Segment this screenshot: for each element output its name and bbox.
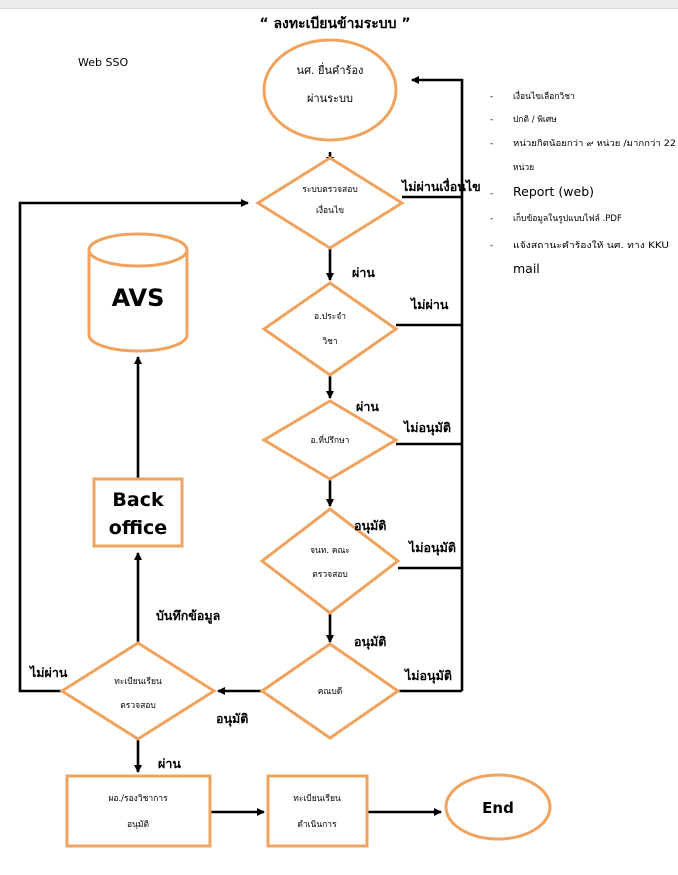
label-pass-2: ผ่าน — [356, 399, 379, 414]
avs-database: AVS — [87, 232, 189, 353]
label-fail-condition: ไม่ผ่านเงื่อนไข — [400, 178, 481, 194]
dean-label: คณบดี — [318, 686, 343, 697]
note-item: แจ้งสถานะคำร้องให้ นศ. ทาง KKU — [513, 240, 669, 251]
registrar-check-line-2: ตรวจสอบ — [120, 701, 156, 711]
label-save-data: บันทึกข้อมูล — [156, 608, 220, 624]
faculty-staff-line-1: จนท. คณะ — [310, 546, 350, 556]
course-teacher-line-2: วิชา — [322, 337, 338, 347]
label-reject-advisor: ไม่อนุมัติ — [402, 420, 451, 436]
label-fail-registrar: ไม่ผ่าน — [28, 665, 68, 680]
note-bullet: - — [490, 241, 493, 251]
registrar-process-line-2: ดำเนินการ — [297, 820, 337, 830]
connectors — [18, 76, 464, 816]
label-pass-3: ผ่าน — [158, 756, 181, 771]
dean-decision: คณบดี — [259, 642, 401, 740]
system-check-line-1: ระบบตรวจสอบ — [302, 185, 357, 195]
vice-president-box: ผอ./รองวิชาการ อนุมัติ — [65, 774, 212, 848]
note-item: เงื่อนไขเลือกวิชา — [513, 90, 575, 102]
label-reject-dean: ไม่อนุมัติ — [403, 668, 452, 684]
course-teacher-line-1: อ.ประจำ — [314, 312, 346, 322]
label-approve-3: อนุมัติ — [216, 711, 248, 727]
faculty-staff-decision: จนท. คณะ ตรวจสอบ — [259, 507, 401, 615]
course-teacher-decision: อ.ประจำ วิชา — [261, 281, 399, 377]
advisor-label: อ.ที่ปรึกษา — [311, 434, 350, 446]
system-check-line-2: เงื่อนไข — [316, 204, 344, 216]
label-reject-staff: ไม่อนุมัติ — [407, 540, 456, 556]
note-item: หน่วยกิตน้อยกว่า ๙ หน่วย /มากกว่า 22 — [513, 138, 676, 149]
note-item: ปกติ / พิเศษ — [513, 115, 557, 125]
web-sso-label: Web SSO — [78, 56, 128, 69]
registrar-check-decision: ทะเบียนเรียน ตรวจสอบ — [59, 641, 217, 741]
registrar-check-line-1: ทะเบียนเรียน — [114, 676, 162, 687]
note-bullet: - — [490, 139, 493, 149]
faculty-staff-line-2: ตรวจสอบ — [312, 570, 348, 580]
label-approve-2: อนุมัติ — [354, 634, 386, 650]
start-node-line-1: นศ. ยื่นคำร้อง — [297, 62, 364, 77]
note-item: Report (web) — [513, 184, 594, 199]
start-node: นศ. ยื่นคำร้อง ผ่านระบบ — [262, 38, 398, 142]
note-bullet: - — [490, 92, 493, 102]
label-pass-1: ผ่าน — [352, 265, 375, 280]
back-office-line-1: Back — [112, 489, 164, 511]
vice-president-line-1: ผอ./รองวิชาการ — [108, 794, 168, 804]
advisor-decision: อ.ที่ปรึกษา — [261, 399, 399, 481]
registrar-process-box: ทะเบียนเรียน ดำเนินการ — [266, 774, 369, 848]
end-node: End — [444, 773, 552, 841]
diagram-title: “ ลงทะเบียนข้ามระบบ ” — [259, 16, 410, 32]
note-bullet: - — [490, 189, 493, 199]
registrar-process-line-1: ทะเบียนเรียน — [293, 793, 341, 804]
back-office-line-2: office — [109, 517, 167, 539]
edge-labels: ไม่ผ่านเงื่อนไข ผ่าน ไม่ผ่าน ผ่าน ไม่อนุ… — [28, 178, 481, 771]
vice-president-line-2: อนุมัติ — [127, 820, 149, 830]
label-fail-teacher: ไม่ผ่าน — [409, 297, 449, 312]
note-item: เก็บข้อมูลในรูปแบบไฟล์ .PDF — [513, 212, 622, 224]
system-check-decision: ระบบตรวจสอบ เงื่อนไข — [255, 156, 405, 250]
avs-label: AVS — [112, 284, 165, 312]
note-bullet: - — [490, 115, 493, 125]
fail-loop-to-check — [18, 199, 249, 693]
note-item: mail — [513, 261, 540, 276]
note-item: หน่วย — [513, 163, 534, 173]
window-top-bar — [0, 0, 678, 9]
start-node-line-2: ผ่านระบบ — [307, 92, 353, 105]
notes-list: - เงื่อนไขเลือกวิชา - ปกติ / พิเศษ - หน่… — [490, 90, 676, 276]
note-bullet: - — [490, 214, 493, 224]
label-approve-1: อนุมัติ — [354, 518, 386, 534]
end-label: End — [482, 799, 514, 817]
return-line-to-start — [411, 76, 464, 691]
back-office-box: Back office — [92, 477, 184, 548]
